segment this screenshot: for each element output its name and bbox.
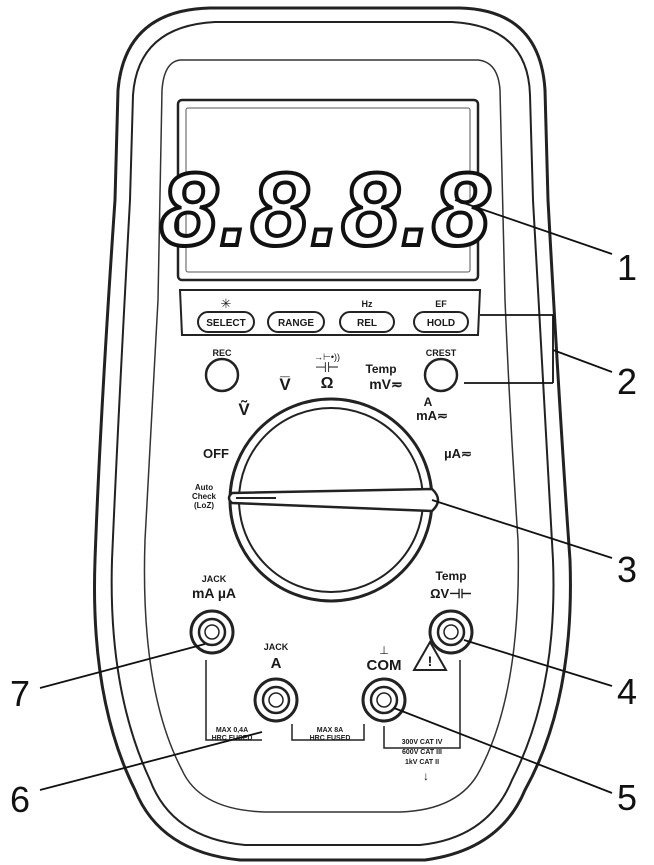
down-arrow-icon: ↓ (423, 769, 429, 783)
crest-button[interactable] (423, 357, 459, 393)
backlight-icon: ✳ (221, 296, 232, 311)
rec-button[interactable] (204, 357, 240, 393)
callout-5: 5 (617, 777, 637, 818)
range-label: RANGE (278, 318, 314, 329)
lcd-screen (185, 107, 471, 273)
callout-6: 6 (10, 779, 30, 820)
ground-icon: ⊥ (379, 645, 389, 657)
callout-7: 7 (10, 673, 30, 714)
callout-4: 4 (617, 671, 637, 712)
svg-text:!: ! (428, 653, 433, 669)
left-jack-frame (205, 660, 262, 741)
left-jack-label: mA µA (192, 585, 236, 601)
fuse-label-2b: HRC FUSED (310, 735, 351, 742)
dial-v-dc: V̅ (279, 375, 291, 394)
callout-2: 2 (617, 361, 637, 402)
a-jack-icon: JACK (264, 642, 289, 652)
hold-label: HOLD (427, 318, 455, 329)
rel-button[interactable]: REL (339, 311, 395, 333)
callout-lines (39, 199, 613, 794)
select-button[interactable]: SELECT (197, 311, 255, 333)
left-jack-icon: JACK (202, 574, 227, 584)
callout-3: 3 (617, 549, 637, 590)
warning-icon: ! (412, 639, 448, 671)
rel-label: REL (357, 318, 377, 329)
right-jack-temp: Temp (435, 569, 466, 583)
dial-a: A (424, 395, 433, 409)
continuity-diode-icon: ⊣⊢ (315, 359, 339, 375)
dial-auto-2: Check (192, 492, 217, 501)
dial-v-ac: Ṽ (238, 399, 250, 419)
dial-auto-3: (LoZ) (194, 501, 214, 510)
rel-top-label: Hz (362, 299, 373, 309)
crest-label: CREST (426, 348, 457, 358)
dial-ohm: Ω (321, 375, 334, 392)
lcd-digits: 8.8.8.8 (160, 152, 492, 268)
button-panel (178, 289, 482, 336)
ohm-volt-jack[interactable] (428, 609, 474, 655)
com-jack[interactable] (361, 677, 407, 723)
a-jack[interactable] (253, 677, 299, 723)
diode-icon: →⊢•)) (314, 352, 340, 362)
select-label: SELECT (206, 318, 245, 329)
fuse-label-1b: HRC FUSED (212, 735, 253, 742)
rec-label: REC (212, 348, 232, 358)
callout-1: 1 (617, 247, 637, 288)
right-jack-frame (383, 660, 461, 749)
cat-label-1: 300V CAT IV (402, 739, 443, 746)
dial-pointer (227, 487, 440, 513)
dial-ua: µA≂ (444, 446, 472, 461)
cat-label-3: 1kV CAT II (405, 759, 439, 766)
fuse-label-2a: MAX 8A (317, 727, 343, 734)
dial-off: OFF (203, 446, 229, 461)
dial-mv: mV≂ (369, 376, 403, 392)
dial-temp: Temp (365, 362, 396, 376)
fuse-label-1a: MAX 0,4A (216, 727, 248, 734)
a-jack-label: A (271, 655, 282, 672)
ma-ua-jack[interactable] (189, 609, 235, 655)
hold-top-label: EF (435, 299, 447, 309)
right-jack-label: ΩV⊣⊢ (430, 586, 472, 601)
dial-ma: mA≂ (416, 408, 448, 423)
range-button[interactable]: RANGE (267, 311, 325, 333)
cat-label-2: 600V CAT III (402, 749, 442, 756)
mid-jack-frame (291, 724, 365, 741)
com-jack-label: COM (367, 657, 402, 674)
hold-button[interactable]: HOLD (413, 311, 469, 333)
dial-auto-1: Auto (195, 483, 213, 492)
